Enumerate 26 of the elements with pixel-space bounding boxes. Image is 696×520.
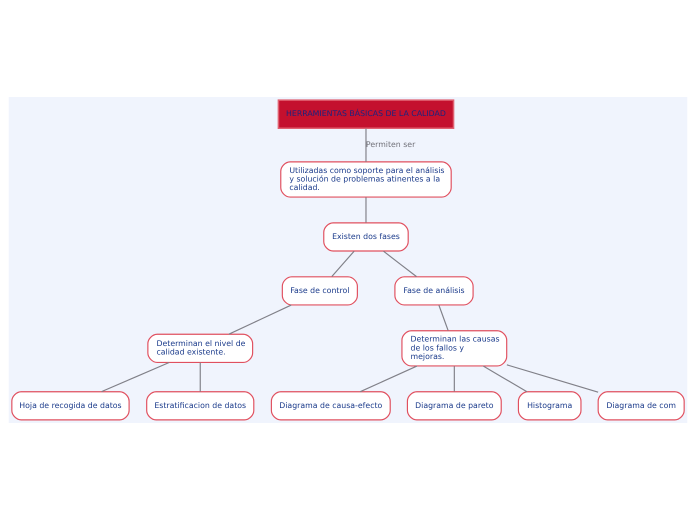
node-box: Diagrama de pareto (406, 391, 502, 420)
connector (228, 304, 292, 335)
node-box: Utilizadas como soporte para el análisis y solución de problemas atinentes a la calidad. (280, 161, 452, 198)
connector (482, 366, 528, 392)
node-box: Fase de análisis (394, 276, 474, 306)
connector (360, 366, 418, 392)
connector (454, 366, 455, 392)
node-box: Hoja de recogida de datos (11, 391, 130, 420)
node-box: Diagrama de causa-efecto (270, 391, 391, 420)
connector (331, 250, 355, 277)
connector (101, 362, 170, 392)
edge-label: Permiten ser (366, 140, 416, 150)
node-box: Estratificacion de datos (146, 391, 254, 420)
node-box: Diagrama de com (598, 391, 685, 420)
connector (383, 250, 417, 278)
node-box: Determinan el nivel de calidad existente. (147, 334, 254, 363)
connector (438, 305, 449, 331)
node-box: Determinan las causas de los fallos y mejoras. (401, 330, 508, 367)
connector (365, 128, 367, 162)
connector (365, 197, 367, 223)
connector (200, 362, 201, 392)
connector (506, 364, 598, 393)
node-box: Histograma (518, 391, 582, 420)
node-box: Fase de control (282, 276, 358, 306)
node-box: HERRAMIENTAS BÁSICAS DE LA CALIDAD (278, 99, 454, 130)
node-box: Existen dos fases (323, 222, 409, 252)
